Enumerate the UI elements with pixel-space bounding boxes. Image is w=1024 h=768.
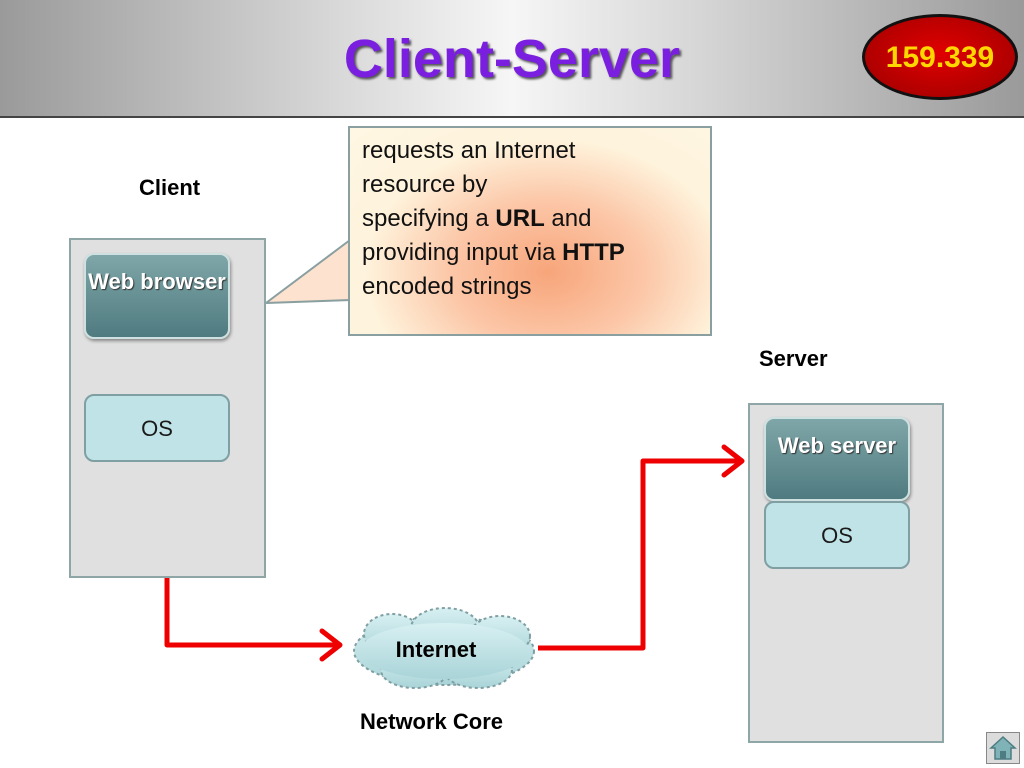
callout-text: requests an Internet resource by specify… — [362, 134, 702, 304]
client-os-label: OS — [141, 416, 173, 441]
client-os-box: OS — [84, 394, 230, 462]
client-box: Web browser OS — [69, 238, 266, 578]
internet-label: Internet — [396, 637, 477, 662]
server-box: Web server OS — [748, 403, 944, 743]
internet-cloud: Internet — [353, 607, 535, 689]
url-term: URL — [495, 205, 545, 232]
callout-box: requests an Internet resource by specify… — [348, 126, 712, 336]
server-os-label: OS — [821, 523, 853, 548]
slide-title: Client-Server — [343, 29, 681, 89]
callout-line3-post: and — [544, 205, 592, 232]
server-label: Server — [759, 346, 828, 371]
callout-line3-pre: specifying a — [362, 205, 496, 232]
http-term: HTTP — [562, 239, 625, 266]
web-browser-label: Web browser — [88, 269, 226, 294]
client-to-internet-arrow — [164, 578, 343, 662]
callout-line2: resource by — [362, 171, 488, 198]
callout-pointer — [262, 238, 351, 305]
server-os-box: OS — [764, 501, 910, 569]
web-browser-button[interactable]: Web browser — [84, 253, 230, 339]
course-code: 159.339 — [885, 41, 995, 74]
internet-to-server-arrow — [538, 444, 745, 651]
web-server-label: Web server — [777, 433, 897, 458]
home-button[interactable] — [986, 732, 1020, 764]
web-server-button[interactable]: Web server — [764, 417, 910, 501]
home-icon — [989, 735, 1017, 760]
callout-line4-pre: providing input via — [362, 239, 563, 266]
client-label: Client — [139, 175, 201, 200]
callout-line1: requests an Internet — [362, 137, 576, 164]
callout-line5: encoded strings — [362, 273, 532, 300]
network-core-label: Network Core — [360, 709, 504, 734]
title-bar: Client-Server 159.339 — [0, 0, 1024, 118]
course-badge: 159.339 — [862, 14, 1018, 100]
